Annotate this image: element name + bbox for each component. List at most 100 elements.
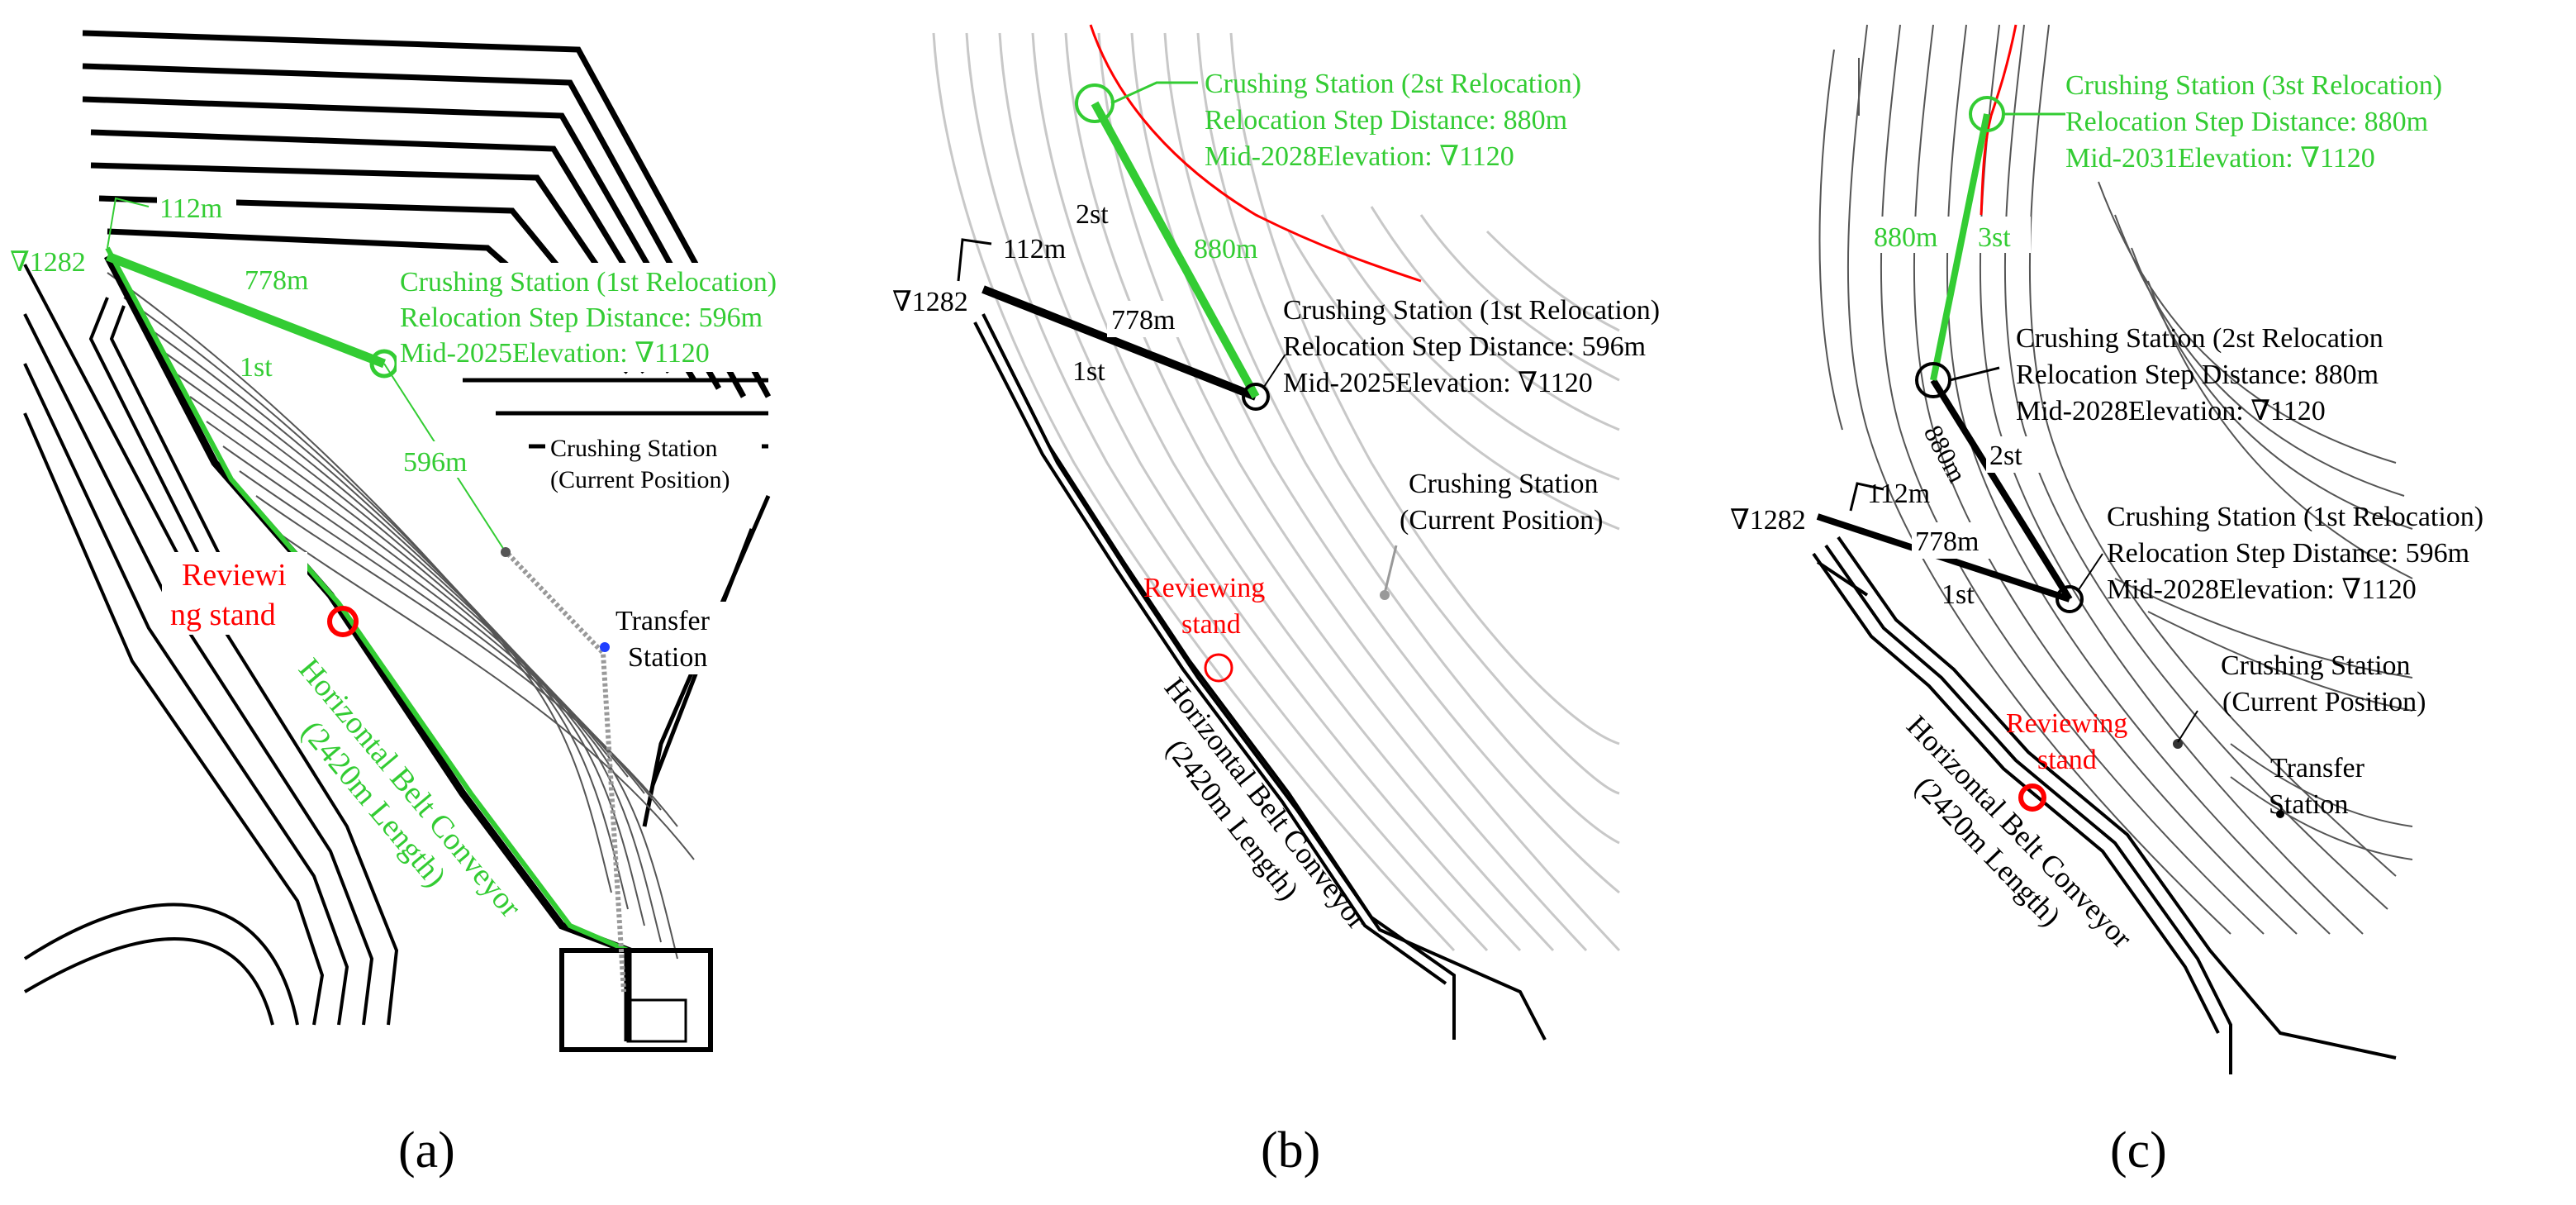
panel-c-reloc3-line3: Mid-2031Elevation: ∇1120 xyxy=(2065,143,2375,174)
panel-a-dist-112: 112m xyxy=(159,193,222,224)
panel-a-transfer-bg xyxy=(611,602,727,674)
panel-c-reloc3-line1: Crushing Station (3st Relocation) xyxy=(2065,70,2442,101)
panel-c-dist-778: 778m xyxy=(1915,526,1979,557)
panel-a: ∇1282 112m 778m 1st Crushing Station (1s… xyxy=(10,30,859,1179)
panel-b-reloc1-line2: Relocation Step Distance: 596m xyxy=(1283,331,1646,362)
panel-a-route-to-transfer xyxy=(501,547,626,993)
panel-c-current-leader xyxy=(2177,710,2198,743)
panel-b-778-bg xyxy=(1107,301,1188,337)
panel-c-112-bracket xyxy=(1849,482,1884,512)
panel-a-transfer-line1: Transfer xyxy=(615,606,711,636)
panel-b-reviewing-marker xyxy=(1204,653,1233,683)
panel-b-reloc2-line1: Crushing Station (2st Relocation) xyxy=(1205,69,1581,99)
panel-b-reloc1-marker xyxy=(1242,383,1270,411)
panel-c-current-marker xyxy=(2173,739,2183,749)
panel-c-3st-bg xyxy=(1975,217,2031,253)
panel-b-reloc1-line1: Crushing Station (1st Relocation) xyxy=(1283,295,1660,326)
panel-a-review-line1: Reviewi xyxy=(182,558,287,593)
panel-c: Crushing Station (3st Relocation) Reloca… xyxy=(1730,24,2483,1179)
panel-c-reloc3-line2: Relocation Step Distance: 880m xyxy=(2065,107,2428,137)
panel-b-conveyor-road xyxy=(973,313,1547,1041)
panel-b-reloc1-leader xyxy=(1263,355,1286,388)
panel-b-boundary-red xyxy=(1089,24,1422,283)
panel-a-dist-596: 596m xyxy=(403,447,467,478)
panel-b-belt-line1: Horizontal Belt Conveyor xyxy=(1158,671,1375,935)
panel-b-review-line1: Reviewing xyxy=(1143,573,1265,603)
panel-a-current-marker xyxy=(501,547,511,557)
panel-c-line-3st xyxy=(1930,113,1990,381)
panel-b-caption: (b) xyxy=(1261,1122,1320,1179)
panel-b-dist-880: 880m xyxy=(1194,234,1257,264)
panel-a-contours xyxy=(107,272,695,960)
panel-a-reloc1-line1: Crushing Station (1st Relocation) xyxy=(400,267,777,298)
panel-a-reloc1-line2: Relocation Step Distance: 596m xyxy=(400,302,763,333)
panel-a-review-bg xyxy=(162,552,307,635)
panel-c-line-2st xyxy=(1930,378,2073,602)
panel-c-current-line2: (Current Position) xyxy=(2222,687,2426,717)
panel-b-step-1st: 1st xyxy=(1072,356,1105,387)
panel-a-transfer-building xyxy=(559,948,713,1052)
panel-a-reloc1-line3: Mid-2025Elevation: ∇1120 xyxy=(400,338,710,369)
panel-c-review-line2: stand xyxy=(2037,745,2097,775)
panel-c-dist-112: 112m xyxy=(1867,479,1930,509)
panel-c-elev-1282: ∇1282 xyxy=(1730,505,1806,536)
panel-a-dist-778: 778m xyxy=(245,265,308,296)
panel-c-880g-bg xyxy=(1870,217,1951,253)
panel-b-current-line1: Crushing Station xyxy=(1409,469,1599,499)
panel-a-belt-line1: Horizontal Belt Conveyor xyxy=(292,652,528,925)
panel-c-reviewing-marker xyxy=(2018,783,2046,812)
panel-b-step-2st: 2st xyxy=(1076,199,1109,230)
panel-a-relocation-line xyxy=(106,251,386,369)
panel-b-line-1st xyxy=(981,285,1257,401)
panel-a-review-line2: ng stand xyxy=(170,598,276,632)
panel-c-transfer-line1: Transfer xyxy=(2270,753,2365,783)
panel-b-line-2st xyxy=(1091,101,1260,399)
panel-c-reloc2-line2: Relocation Step Distance: 880m xyxy=(2016,360,2379,390)
panel-b: Crushing Station (2st Relocation) Reloca… xyxy=(892,24,1660,1179)
panel-a-current-bg xyxy=(545,430,762,498)
panel-b-112-bracket xyxy=(957,238,992,282)
panel-a-778-bg xyxy=(241,261,322,298)
panel-a-transfer-line2: Station xyxy=(628,642,707,673)
panel-a-lower-left-contours xyxy=(23,264,399,1026)
panel-c-reloc1-line2: Relocation Step Distance: 596m xyxy=(2107,538,2469,569)
panel-a-112-bg xyxy=(157,188,236,225)
panel-c-current-line1: Crushing Station xyxy=(2221,650,2411,681)
panel-b-elev-1282: ∇1282 xyxy=(892,287,968,317)
panel-c-transfer-line2: Station xyxy=(2269,789,2348,820)
panel-c-conveyor-road xyxy=(1812,536,2397,1074)
panel-a-transfer-marker xyxy=(600,642,610,652)
panel-a-current-line1: Crushing Station xyxy=(550,435,718,462)
panel-c-reloc1-line1: Crushing Station (1st Relocation) xyxy=(2107,502,2483,532)
panel-b-contours xyxy=(932,32,1621,952)
panel-a-596-bg xyxy=(400,441,481,478)
panel-c-778-bg xyxy=(1912,522,1993,559)
panel-c-reloc1-leader xyxy=(2077,553,2103,592)
panel-c-reloc1-line3: Mid-2028Elevation: ∇1120 xyxy=(2107,574,2417,605)
panel-c-reloc2-line1: Crushing Station (2st Relocation xyxy=(2016,323,2384,354)
panel-a-step-1st: 1st xyxy=(240,352,273,383)
panel-c-reloc2-leader xyxy=(1949,366,2000,382)
panel-b-current-marker xyxy=(1380,590,1390,600)
panel-c-step-1st: 1st xyxy=(1942,579,1975,610)
panel-c-step-3st: 3st xyxy=(1978,222,2011,253)
panel-b-reloc2-leader xyxy=(1110,81,1198,105)
panel-c-reloc2-line3: Mid-2028Elevation: ∇1120 xyxy=(2016,396,2326,426)
panel-a-caption: (a) xyxy=(398,1122,455,1179)
panel-a-elev-1282: ∇1282 xyxy=(10,247,86,278)
panel-a-reloc1-bg xyxy=(397,263,859,372)
panel-b-reloc2-line3: Mid-2028Elevation: ∇1120 xyxy=(1205,141,1514,172)
panel-c-boundary-red xyxy=(1980,24,2018,216)
panel-c-dist-880-green: 880m xyxy=(1874,222,1937,253)
panel-b-current-line2: (Current Position) xyxy=(1400,505,1603,536)
panel-b-review-line2: stand xyxy=(1181,609,1241,640)
panel-a-112-bracket xyxy=(107,197,150,249)
panel-c-review-line1: Reviewing xyxy=(2006,708,2127,739)
panel-c-reloc1-marker xyxy=(2056,585,2084,613)
panel-b-dist-778: 778m xyxy=(1111,305,1175,336)
panel-a-reviewing-marker xyxy=(327,606,359,637)
panel-c-caption: (c) xyxy=(2110,1122,2167,1179)
panel-a-belt-conveyor-line xyxy=(105,246,630,953)
panel-c-step-2st: 2st xyxy=(1989,441,2022,471)
